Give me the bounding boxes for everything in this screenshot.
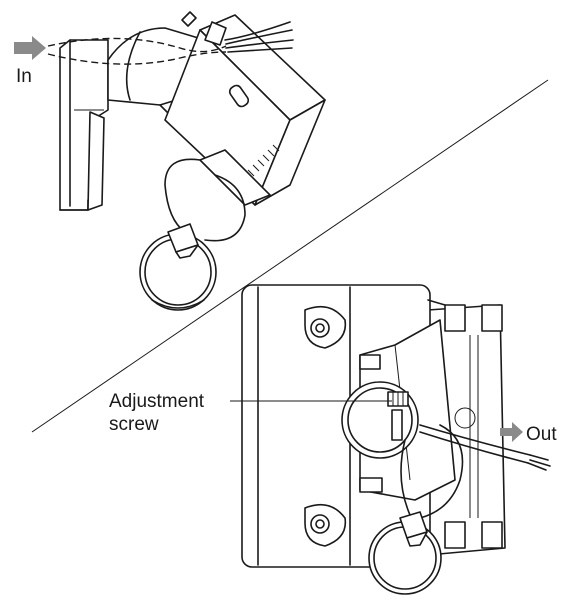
adjustment-label-line2: screw	[109, 414, 159, 435]
adjustment-ring	[341, 381, 419, 459]
camera-housing	[164, 11, 326, 206]
arrow-right-icon	[500, 422, 523, 442]
screw-boss-upper	[304, 305, 347, 349]
out-indicator: Out	[500, 422, 557, 445]
top-device-illustration	[47, 11, 326, 311]
in-label: In	[16, 66, 32, 87]
cable-route-dashed	[47, 37, 227, 53]
adjustment-label-line1: Adjustment	[109, 391, 205, 412]
separator-line	[31, 79, 549, 433]
safety-wire-bottom	[419, 424, 464, 519]
gear-detail	[454, 407, 476, 429]
adjustment-screw-callout: Adjustment screw	[109, 391, 392, 435]
safety-wire-top	[164, 158, 201, 233]
bottom-device-illustration	[241, 284, 551, 595]
vent-ticks	[247, 144, 280, 177]
arrow-right-icon	[14, 36, 46, 60]
screw-boss-lower	[304, 503, 347, 547]
bottom-cable-bundle	[419, 424, 551, 471]
safety-ring-top	[139, 223, 217, 311]
wall-bracket	[59, 39, 109, 211]
top-cable-bundle	[224, 21, 294, 53]
rear-housing	[427, 304, 506, 556]
in-indicator: In	[14, 36, 46, 87]
out-label: Out	[526, 424, 557, 445]
safety-ring-bottom	[368, 511, 442, 595]
